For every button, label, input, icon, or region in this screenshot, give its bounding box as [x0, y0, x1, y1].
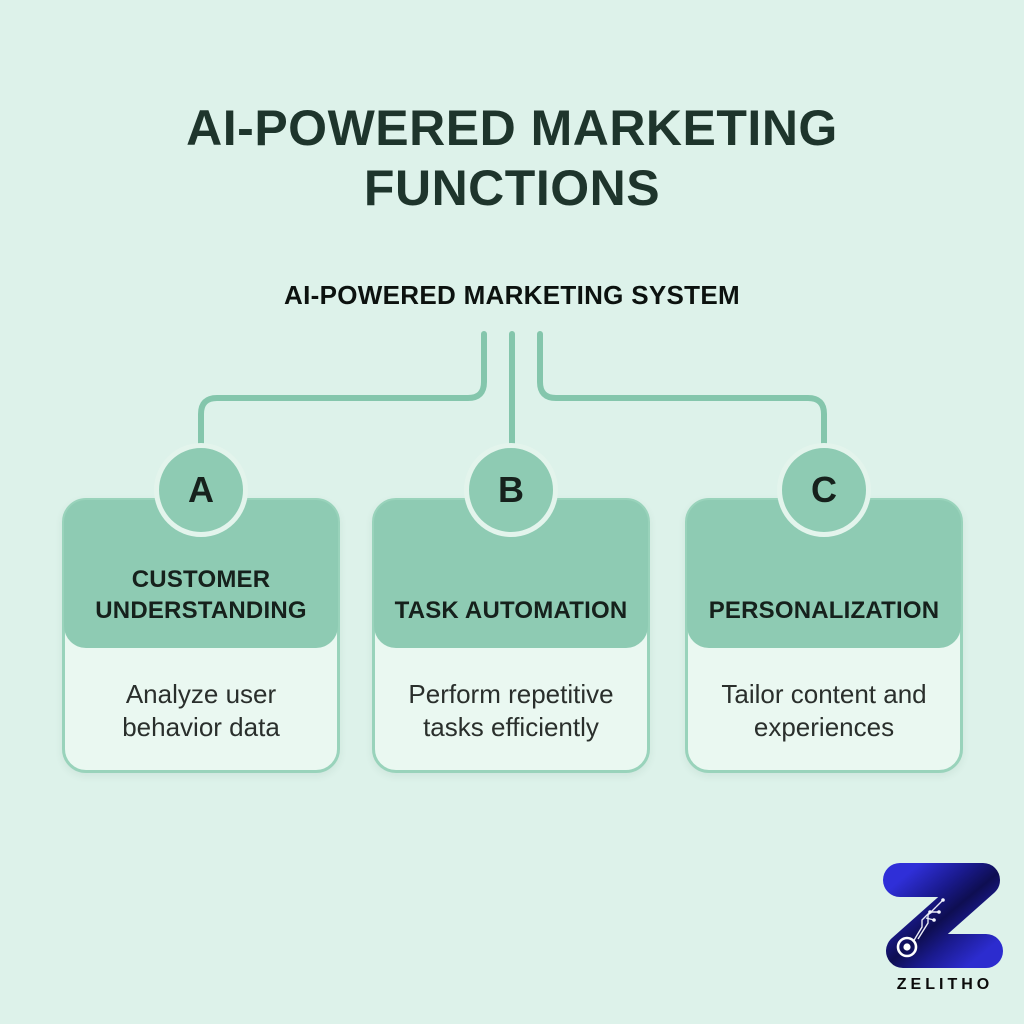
card-body: Tailor content and experiences: [688, 648, 960, 773]
branch-circle-a: A: [154, 443, 248, 537]
branch-letter-a: A: [188, 469, 214, 510]
card-body: Analyze user behavior data: [65, 648, 337, 773]
branch-circle-b: B: [464, 443, 558, 537]
card-heading: CUSTOMER UNDERSTANDING: [95, 565, 307, 624]
card-heading: TASK AUTOMATION: [394, 596, 628, 624]
card-description: Analyze user behavior data: [122, 679, 280, 742]
card-description: Perform repetitive tasks efficiently: [408, 679, 614, 742]
branch-letter-c: C: [811, 469, 837, 510]
card-header: TASK AUTOMATION: [374, 500, 648, 648]
circuit-node-dots-icon: [928, 898, 945, 922]
function-card-task-automation: TASK AUTOMATION Perform repetitive tasks…: [372, 498, 650, 773]
circuit-ring-icon: [896, 936, 918, 958]
function-card-personalization: PERSONALIZATION Tailor content and exper…: [685, 498, 963, 773]
infographic-title: AI-POWERED MARKETING FUNCTIONS: [186, 99, 838, 216]
card-body: Perform repetitive tasks efficiently: [375, 648, 647, 773]
card-heading: PERSONALIZATION: [708, 596, 940, 624]
card-description: Tailor content and experiences: [721, 679, 927, 742]
function-card-customer-understanding: CUSTOMER UNDERSTANDING Analyze user beha…: [62, 498, 340, 773]
z-logo-icon: [883, 863, 1003, 968]
circuit-ring-center-icon: [903, 943, 911, 951]
zelitho-logo: ZELITHO: [872, 862, 1014, 994]
root-node-label: AI-POWERED MARKETING SYSTEM: [284, 280, 740, 310]
connector-branch-c: [537, 331, 827, 449]
branch-letter-b: B: [498, 469, 524, 510]
brand-name: ZELITHO: [896, 976, 994, 993]
connector-branch-a: [198, 331, 487, 449]
branch-circle-c: C: [777, 443, 871, 537]
